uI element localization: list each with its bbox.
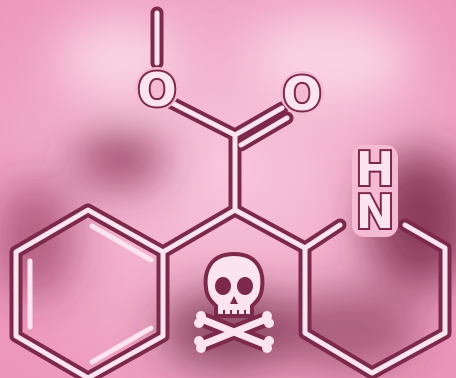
skull-and-crossbones-icon: [194, 251, 274, 353]
amine-nitrogen-label: N: [356, 185, 395, 239]
carbonyl-oxygen-atom: O: [280, 65, 324, 123]
ester-oxygen-atom: O: [135, 61, 179, 119]
carbonyl-double-bond: [232, 105, 285, 138]
alpha-to-phenyl-bond: [160, 207, 238, 255]
amine-hydrogen-label: H: [356, 142, 395, 196]
benzene-inner-bond-a: [89, 223, 154, 263]
carbonyl-oxygen-label: O: [282, 67, 321, 121]
ester-oxygen-label: O: [137, 63, 176, 117]
benzene-ring: [13, 207, 166, 378]
alpha-to-piperidine-bond: [232, 207, 308, 251]
amine-nh-group: H N: [352, 140, 398, 241]
piperidine-n-bond: [302, 222, 343, 251]
carbonyl-double-bond-second: [238, 115, 290, 148]
piperidine-ring: [302, 222, 448, 376]
bonds: [13, 10, 448, 378]
ester-o-carbon-bond: [165, 98, 238, 138]
benzene-inner-bond-c: [89, 325, 154, 365]
